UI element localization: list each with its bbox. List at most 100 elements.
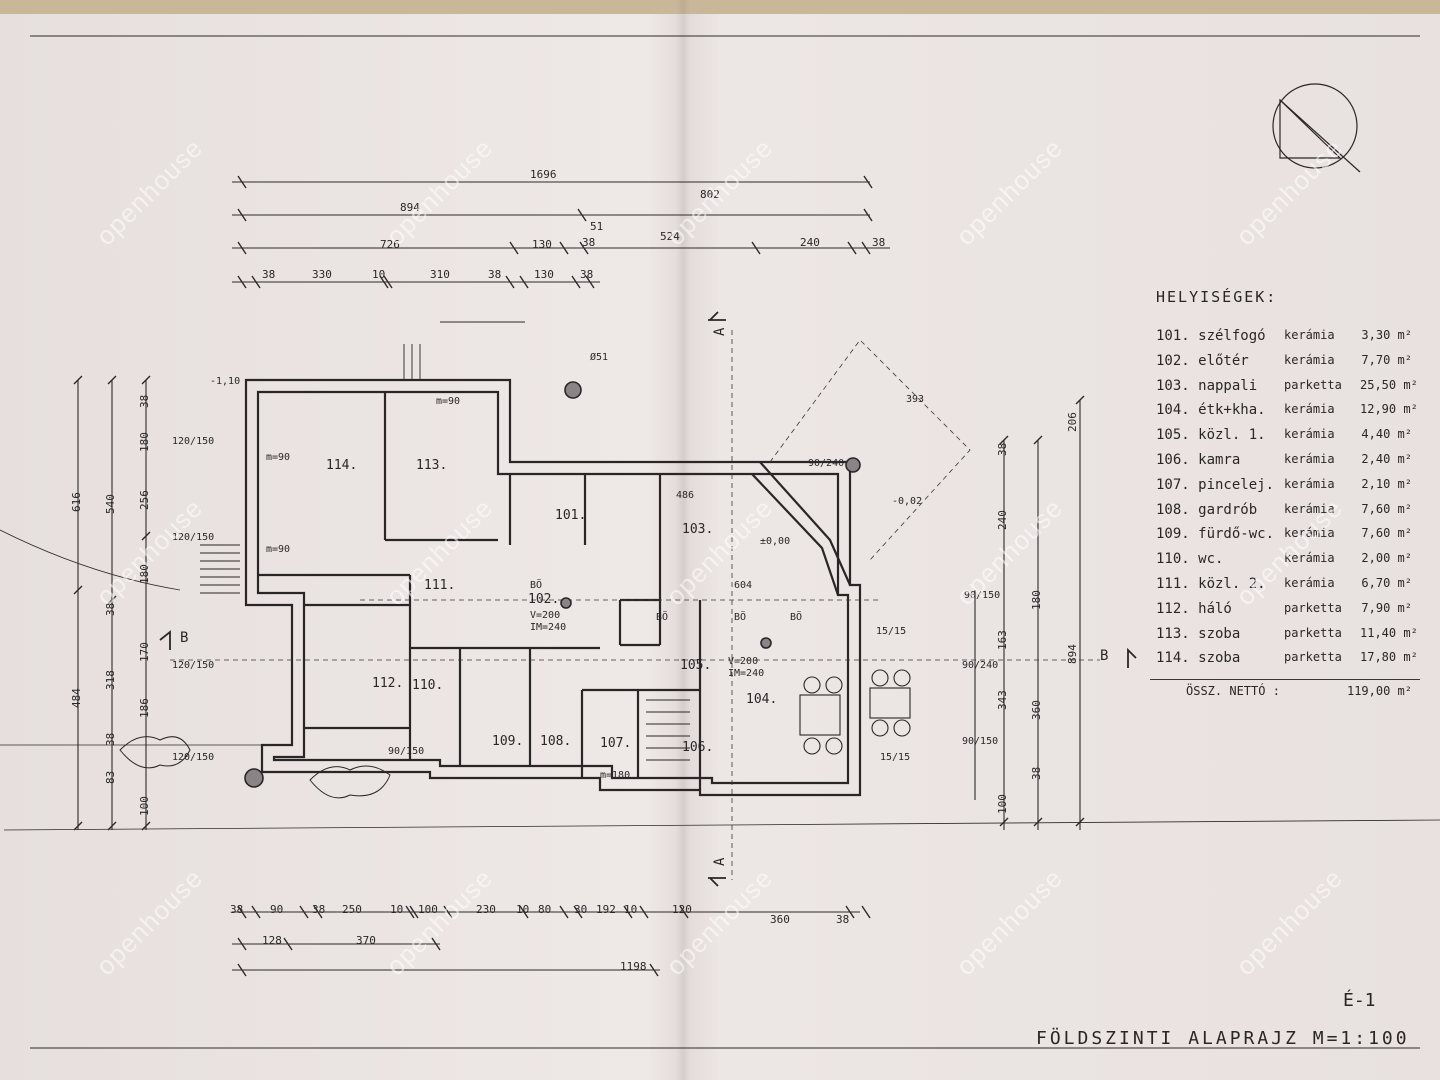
stairs (200, 344, 690, 761)
dim-right-inner: 343 (996, 690, 1009, 710)
dim-bottom-1: 250 (342, 903, 362, 916)
annotation: 393 (906, 394, 925, 405)
room-name: 107. pincelej. (1156, 476, 1275, 493)
dim-bottom-1: 10 (390, 903, 404, 916)
section-mark-b: B (1100, 648, 1109, 664)
room-label: 105. (680, 658, 712, 673)
dim-left-inner: 38 (104, 732, 117, 746)
room-area: 2,40 m² (1361, 451, 1412, 466)
inner-wall (256, 390, 850, 785)
section-mark-b: B (180, 630, 189, 646)
room-area: 11,40 m² (1360, 625, 1418, 640)
dim-left-inner: 83 (104, 770, 117, 784)
room-area: 7,60 m² (1361, 526, 1412, 541)
dim-bottom-1: 120 (672, 903, 692, 916)
annotation: m=180 (600, 770, 631, 781)
room-name: 112. háló (1156, 600, 1232, 617)
room-label: 111. (424, 578, 456, 593)
legend-total: ÖSSZ. NETTÓ : 119,00 m² (1150, 679, 1420, 706)
room-name: 109. fürdő-wc. (1156, 526, 1275, 543)
dim-top-3: 240 (800, 236, 820, 249)
opening-label: 90/150 (962, 736, 999, 747)
room-material: kerámia (1284, 352, 1335, 367)
room-area: 25,50 m² (1360, 377, 1418, 392)
annotation: V=200 (728, 656, 759, 667)
background-strip (0, 0, 1440, 14)
dim-bottom-1: 38 (312, 903, 326, 916)
bay-wall-inner (751, 473, 840, 596)
room-label: 108. (540, 734, 572, 749)
room-area: 7,70 m² (1361, 352, 1412, 367)
dim-top-4: 38 (488, 268, 502, 281)
room-label: 103. (682, 522, 714, 537)
dim-bottom-1: 10 (516, 903, 530, 916)
annotation: 15/15 (880, 752, 911, 763)
outer-wall (244, 378, 862, 797)
dim-right-outer: 206 (1066, 412, 1079, 432)
dim-bottom-1: 30 (574, 903, 588, 916)
dim-left-inner: 170 (138, 642, 151, 662)
dim-bottom-1: 10 (624, 903, 638, 916)
room-label: 110. (412, 678, 444, 693)
sheet-number: É-1 (1343, 990, 1376, 1011)
room-label: 101. (555, 508, 587, 523)
sheet-title: FÖLDSZINTI ALAPRAJZ M=1:100 (1036, 1028, 1410, 1049)
dim-right-outer: 894 (1066, 644, 1079, 664)
room-material: kerámia (1284, 451, 1335, 466)
room-name: 113. szoba (1156, 625, 1241, 642)
opening-label: 90/240 (808, 458, 845, 469)
room-name: 104. étk+kha. (1156, 402, 1266, 419)
dim-ticks (73, 175, 1085, 977)
opening-label: 120/150 (172, 532, 215, 543)
bay-wall (759, 461, 852, 586)
dim-right-inner: 360 (1030, 700, 1043, 720)
room-area: 2,00 m² (1361, 551, 1412, 566)
dim-bottom-1: 80 (538, 903, 552, 916)
dim-left-outer: 616 (70, 492, 83, 512)
opening-label: 90/240 (962, 660, 999, 671)
room-label: 102. (528, 592, 560, 607)
section-markers (159, 311, 1137, 887)
room-name: 114. szoba (1156, 650, 1241, 667)
dim-bottom-2: 128 (262, 934, 282, 947)
level-mark: -0,02 (892, 496, 923, 507)
room-name: 108. gardrób (1156, 501, 1258, 518)
dashed-lines (170, 330, 1100, 880)
dim-bottom-1: 100 (418, 903, 438, 916)
dim-top-3: 38 (582, 236, 596, 249)
room-area: 7,90 m² (1361, 600, 1412, 615)
plot-curve (0, 529, 181, 591)
dim-right-inner: 38 (1030, 766, 1043, 780)
dim-left-inner: 38 (138, 394, 151, 408)
dim-top-total: 1696 (530, 168, 557, 181)
dim-right-inner: 163 (996, 630, 1009, 650)
room-area: 4,40 m² (1361, 427, 1412, 442)
room-area: 12,90 m² (1360, 402, 1418, 417)
room-material: parketta (1284, 650, 1342, 665)
section-mark-a: A (712, 327, 728, 336)
opening-label: 120/150 (172, 660, 215, 671)
dim-top-2: 894 (400, 201, 420, 214)
paper-fold (676, 0, 690, 1080)
north-arrow (1272, 83, 1361, 173)
room-material: kerámia (1284, 476, 1335, 491)
columns (244, 381, 861, 788)
annotation: BÖ (734, 612, 747, 623)
room-name: 103. nappali (1156, 377, 1258, 394)
annotation: BÖ (530, 580, 543, 591)
dim-top-4: 38 (580, 268, 594, 281)
annotation: m=90 (266, 452, 291, 463)
dim-top-2: 802 (700, 188, 720, 201)
annotation: m=90 (266, 544, 291, 555)
dining-set (799, 669, 911, 755)
annotation: IM=240 (728, 668, 765, 679)
